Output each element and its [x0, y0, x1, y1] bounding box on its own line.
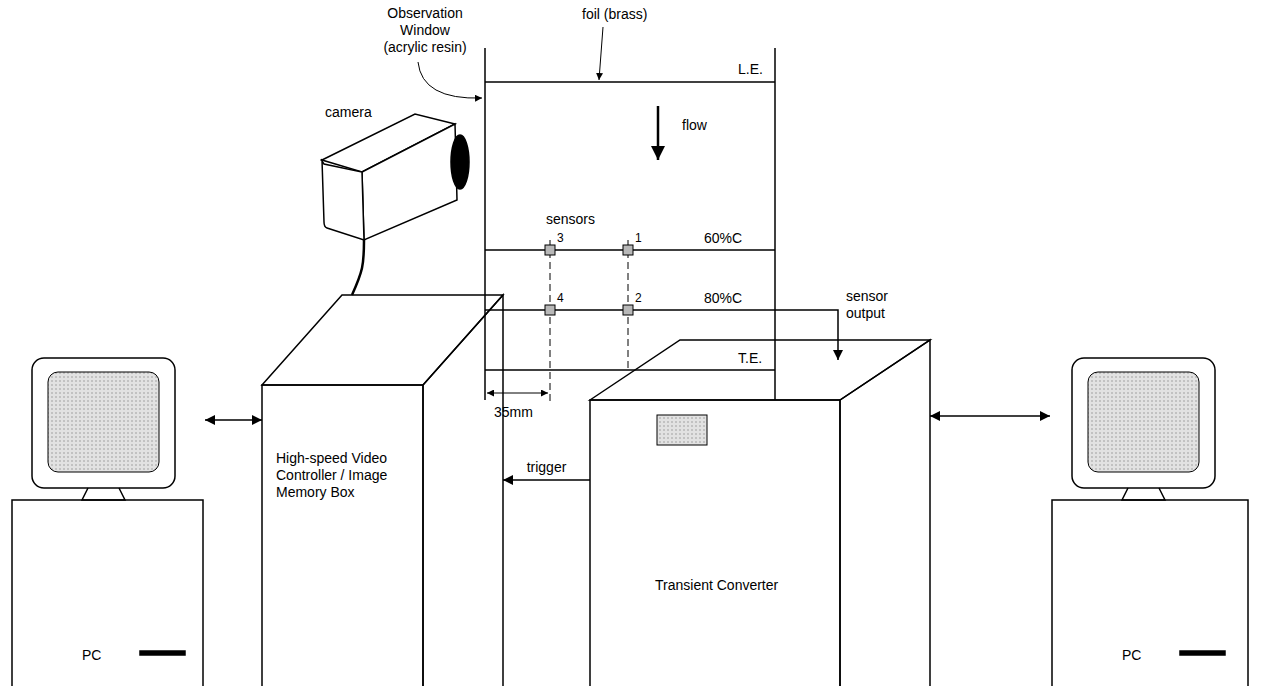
- callout-number: 3: [557, 231, 564, 245]
- outline-group: [321, 114, 469, 240]
- callout-number: 4: [557, 291, 564, 305]
- monitor-frame: [32, 358, 175, 488]
- box-front-face: [590, 400, 840, 686]
- outline-group: [590, 340, 930, 686]
- device-label: PC: [82, 647, 101, 664]
- outline-group: [1052, 358, 1248, 686]
- box-top-face: [590, 340, 930, 400]
- camera-icon: camera: [315, 100, 475, 240]
- box-side-face: [423, 295, 503, 686]
- box-top-face: [262, 295, 503, 385]
- computer-icon-outline: [1050, 355, 1250, 686]
- computer-case: [12, 500, 203, 686]
- callout-number: 1: [635, 231, 642, 245]
- monitor-screen: [1088, 372, 1199, 472]
- part-label: sensors: [546, 211, 595, 228]
- box-front-face: [262, 385, 423, 686]
- converter-box-outline: [590, 340, 930, 686]
- signal-wire: [775, 310, 838, 360]
- camera-back: [321, 160, 364, 241]
- window-edge: [484, 48, 486, 400]
- callout-label: Observation Window (acrylic resin): [378, 5, 472, 55]
- display-panel: [657, 415, 707, 445]
- foil-leading-edge: [485, 81, 775, 83]
- computer-icon-outline: [10, 355, 205, 686]
- device-label: High-speed Video Controller / Image Memo…: [276, 450, 411, 500]
- computer-icon: PC: [10, 355, 205, 686]
- device-label: Transient Converter: [655, 577, 778, 594]
- camera-lens: [451, 135, 469, 189]
- converter-box: Transient Converter: [590, 340, 930, 686]
- dimension-label: 35mm: [494, 404, 533, 421]
- camera-body: [362, 124, 457, 240]
- dimension-arrow: [487, 393, 548, 394]
- drive-slot: [1180, 651, 1225, 655]
- drive-slot: [140, 651, 185, 655]
- dashed-guide: [550, 240, 551, 402]
- signal-name: sensor output: [846, 288, 904, 322]
- camera-icon-outline: [315, 100, 475, 240]
- part-label: foil (brass): [582, 6, 647, 23]
- outline-group: [12, 358, 203, 686]
- edge-label: L.E.: [738, 61, 763, 78]
- chord-position: 60%C: [704, 230, 742, 247]
- cable-line: [352, 240, 364, 295]
- monitor-frame: [1072, 358, 1215, 488]
- leader-arrow: [599, 27, 603, 80]
- computer-case: [1052, 500, 1248, 686]
- box-side-face: [840, 340, 930, 686]
- foil-trailing-edge: [485, 369, 775, 371]
- window-edge: [774, 48, 776, 400]
- outline-group: [262, 295, 503, 686]
- signal-name: trigger: [525, 459, 569, 476]
- flow-arrow: [657, 106, 660, 160]
- sensor-square: [545, 305, 555, 315]
- sensor-square: [623, 305, 633, 315]
- signal-arrow: [930, 415, 1050, 417]
- monitor-stand: [82, 488, 125, 500]
- callout-number: 2: [635, 291, 642, 305]
- device-label: PC: [1122, 647, 1141, 664]
- monitor-stand: [1122, 488, 1165, 500]
- signal-arrow: [503, 479, 590, 481]
- controller-box: High-speed Video Controller / Image Memo…: [262, 295, 503, 686]
- sensor-square: [545, 245, 555, 255]
- sensor-square: [623, 245, 633, 255]
- monitor-screen: [48, 372, 159, 472]
- chord-position: 80%C: [704, 290, 742, 307]
- leader-arrow: [418, 62, 482, 98]
- computer-icon: PC: [1050, 355, 1250, 686]
- flow-label: flow: [682, 117, 707, 134]
- edge-label: T.E.: [738, 350, 762, 367]
- signal-arrow: [205, 419, 262, 421]
- camera-label: camera: [325, 104, 372, 121]
